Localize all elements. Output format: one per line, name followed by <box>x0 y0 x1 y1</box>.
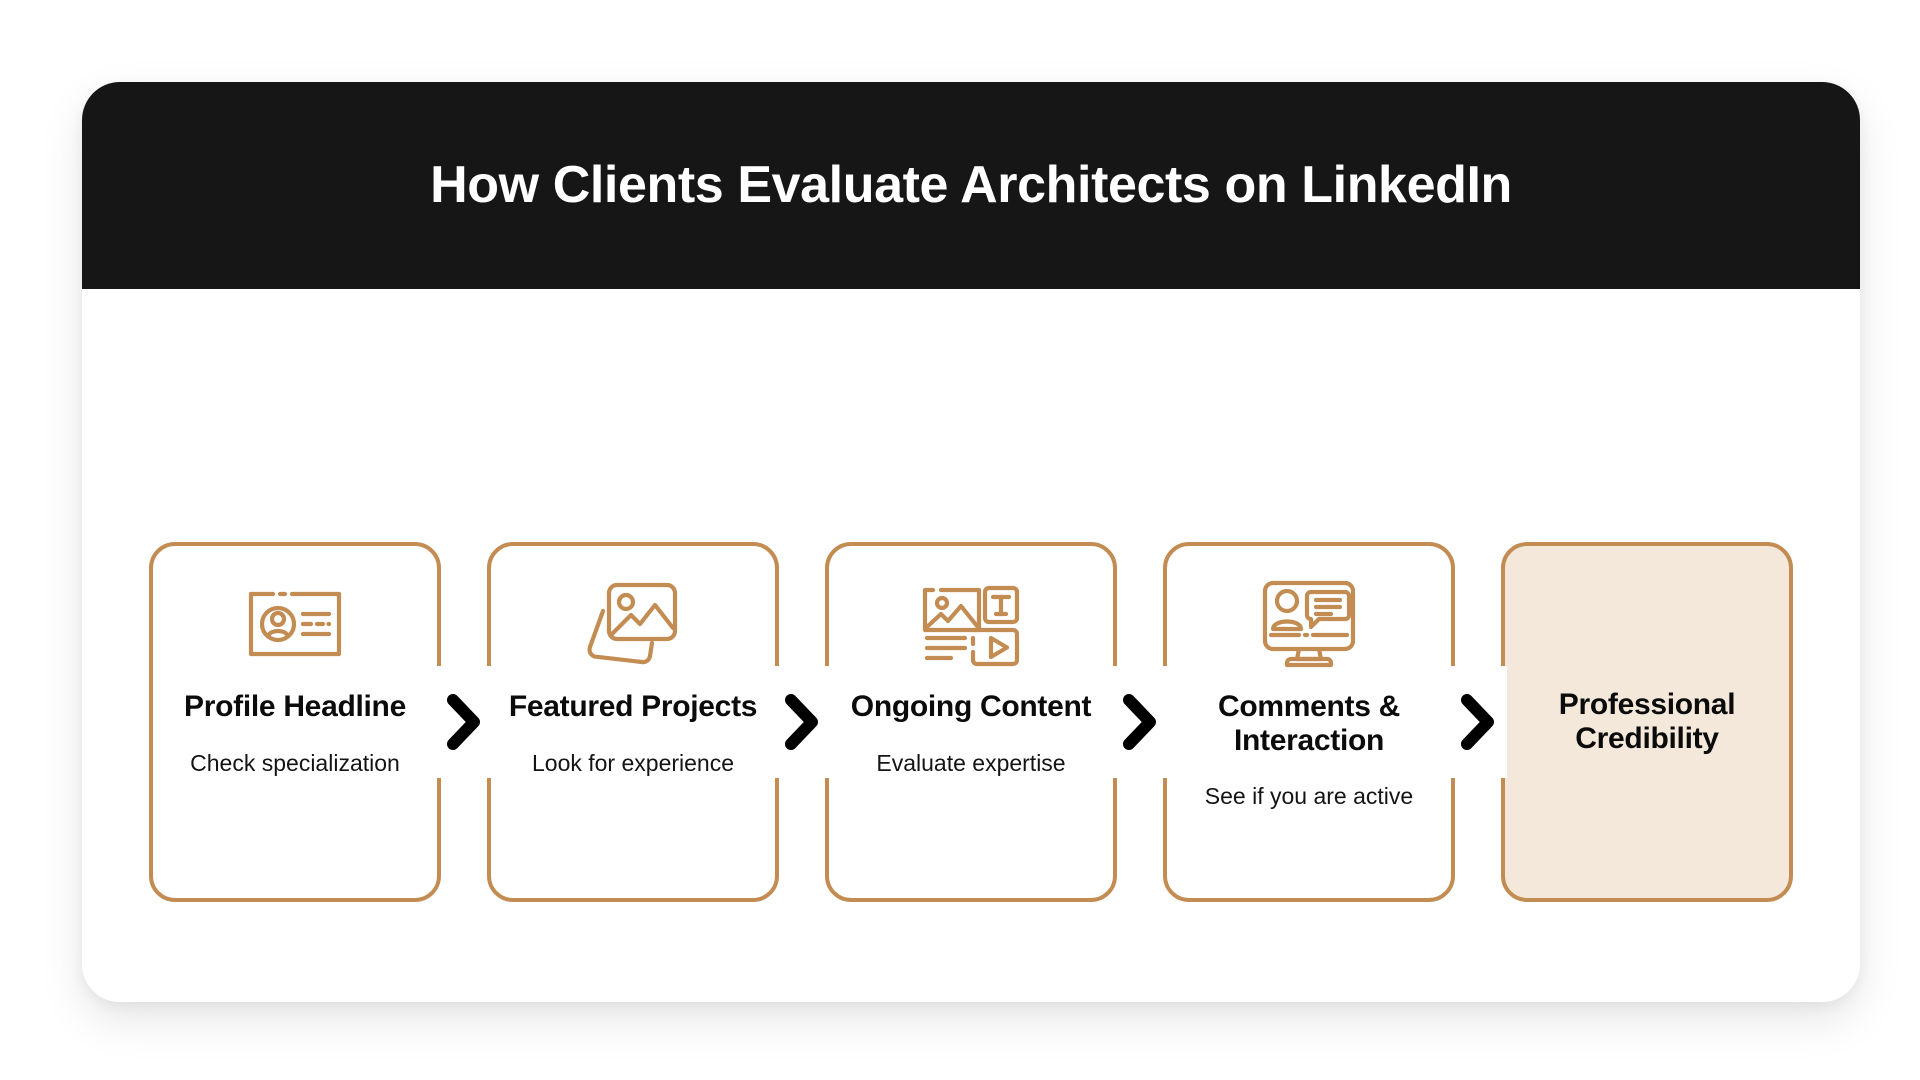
chevron-right-icon <box>785 694 818 750</box>
step-card-professional-credibility[interactable]: Professional Credibility <box>1501 542 1793 902</box>
step-title: Comments & Interaction <box>1217 690 1401 757</box>
step-card-ongoing-content[interactable]: Ongoing Content Evaluate expertise <box>825 542 1117 902</box>
step-title: Featured Projects <box>508 690 758 723</box>
step-description: See if you are active <box>1204 783 1414 810</box>
flow-separator-2 <box>779 542 825 902</box>
media-content-mix-icon <box>921 578 1021 670</box>
chevron-right-icon <box>1461 694 1494 750</box>
photo-stack-icon <box>585 578 681 670</box>
page-title: How Clients Evaluate Architects on Linke… <box>430 155 1512 214</box>
step-description: Evaluate expertise <box>876 749 1066 776</box>
body-area: Profile Headline Check specialization <box>82 289 1860 1002</box>
process-flow-row: Profile Headline Check specialization <box>82 542 1860 902</box>
step-title: Profile Headline <box>184 690 406 723</box>
chevron-right-icon <box>1123 694 1156 750</box>
chevron-right-icon <box>447 694 480 750</box>
step-title: Ongoing Content <box>850 690 1092 723</box>
header-bar: How Clients Evaluate Architects on Linke… <box>82 82 1860 289</box>
id-card-profile-icon <box>247 578 343 670</box>
step-description: Check specialization <box>190 749 400 776</box>
flow-separator-3 <box>1117 542 1163 902</box>
monitor-chat-person-icon <box>1261 578 1357 670</box>
flow-separator-1 <box>441 542 487 902</box>
step-card-profile-headline[interactable]: Profile Headline Check specialization <box>149 542 441 902</box>
infographic-panel: How Clients Evaluate Architects on Linke… <box>82 82 1860 1002</box>
step-description: Look for experience <box>531 749 734 776</box>
flow-separator-4 <box>1455 542 1501 902</box>
step-card-featured-projects[interactable]: Featured Projects Look for experience <box>487 542 779 902</box>
step-title: Professional Credibility <box>1558 688 1736 755</box>
step-card-comments-interaction[interactable]: Comments & Interaction See if you are ac… <box>1163 542 1455 902</box>
